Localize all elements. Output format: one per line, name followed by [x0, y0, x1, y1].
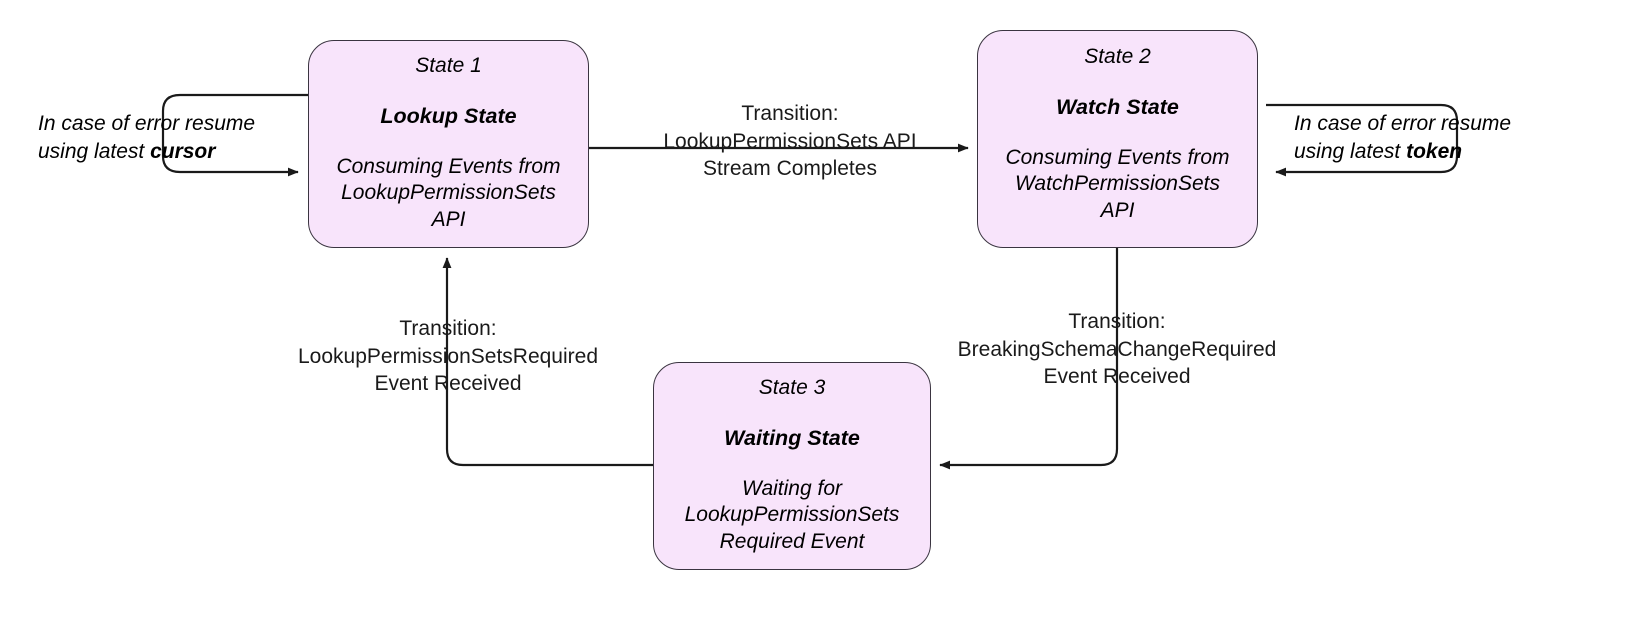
state-node-2-id: State 2: [1084, 45, 1151, 68]
transition-label-state3-state1-line-2: LookupPermissionSetsRequired: [298, 344, 598, 368]
transition-label-state1-state2-line-3: Stream Completes: [703, 157, 877, 181]
state-node-1[interactable]: State 1 Lookup State Consuming Events fr…: [308, 40, 589, 248]
state-node-3[interactable]: State 3 Waiting State Waiting for Lookup…: [653, 362, 931, 570]
state-node-2-desc-line-3: API: [1100, 198, 1135, 222]
self-loop-label-state1-prefix: using latest: [38, 139, 151, 163]
transition-label-state2-state3: Transition: BreakingSchemaChangeRequired…: [944, 308, 1290, 391]
transition-label-state3-state1-line-3: Event Received: [374, 372, 522, 396]
state-node-1-title: Lookup State: [380, 104, 517, 129]
self-loop-label-state1: In case of error resume using latest cur…: [38, 110, 288, 165]
transition-label-state3-state1-line-1: Transition:: [399, 317, 497, 340]
self-loop-state2: [1266, 103, 1459, 177]
self-loop-label-state2: In case of error resume using latest tok…: [1294, 110, 1544, 165]
transition-label-state1-state2-line-1: Transition:: [741, 102, 839, 125]
state-node-2-desc-line-2: WatchPermissionSets: [1014, 172, 1221, 196]
self-loop-label-state2-line-1: In case of error resume: [1294, 112, 1512, 135]
self-loop-label-state1-emphasis: cursor: [150, 139, 216, 163]
transition-label-state1-state2-line-2: LookupPermissionSets API: [663, 129, 917, 153]
self-loop-label-state2-line-2: using latest token: [1294, 138, 1544, 166]
transition-label-state2-state3-line-1: Transition:: [1068, 310, 1166, 333]
state-node-3-id: State 3: [758, 376, 826, 399]
transition-label-state2-state3-line-3: Event Received: [1043, 365, 1191, 389]
self-loop-label-state2-prefix: using latest: [1294, 139, 1407, 163]
state-node-1-description: Consuming Events from LookupPermissionSe…: [336, 154, 560, 233]
state-node-2-description: Consuming Events from WatchPermissionSet…: [1005, 145, 1229, 224]
state-node-1-desc-line-2: LookupPermissionSets: [341, 181, 556, 205]
state-node-3-desc-line-3: Required Event: [719, 529, 865, 553]
edge-state3-to-state1: [442, 257, 653, 467]
self-loop-label-state2-emphasis: token: [1406, 139, 1463, 163]
state-node-2-desc-line-1: Consuming Events from: [1005, 145, 1230, 169]
transition-label-state1-state2: Transition: LookupPermissionSets API Str…: [640, 100, 940, 183]
edge-state2-to-state3: [939, 248, 1119, 470]
state-node-3-desc-line-1: Waiting for: [742, 476, 842, 500]
self-loop-label-state1-line-1: In case of error resume: [38, 112, 256, 135]
state-node-2[interactable]: State 2 Watch State Consuming Events fro…: [977, 30, 1258, 248]
self-loop-state1: [161, 93, 308, 177]
self-loop-label-state1-line-2: using latest cursor: [38, 138, 288, 166]
state-node-1-desc-line-1: Consuming Events from: [336, 154, 561, 178]
state-node-3-desc-line-2: LookupPermissionSets: [684, 503, 900, 527]
state-node-3-title: Waiting State: [724, 426, 860, 451]
transition-label-state3-state1: Transition: LookupPermissionSetsRequired…: [278, 315, 618, 398]
state-node-2-title: Watch State: [1056, 95, 1179, 120]
state-node-3-description: Waiting for LookupPermissionSets Require…: [685, 476, 900, 555]
state-node-1-desc-line-3: API: [431, 207, 466, 231]
transition-label-state2-state3-line-2: BreakingSchemaChangeRequired: [957, 337, 1277, 361]
state-node-1-id: State 1: [415, 54, 482, 77]
